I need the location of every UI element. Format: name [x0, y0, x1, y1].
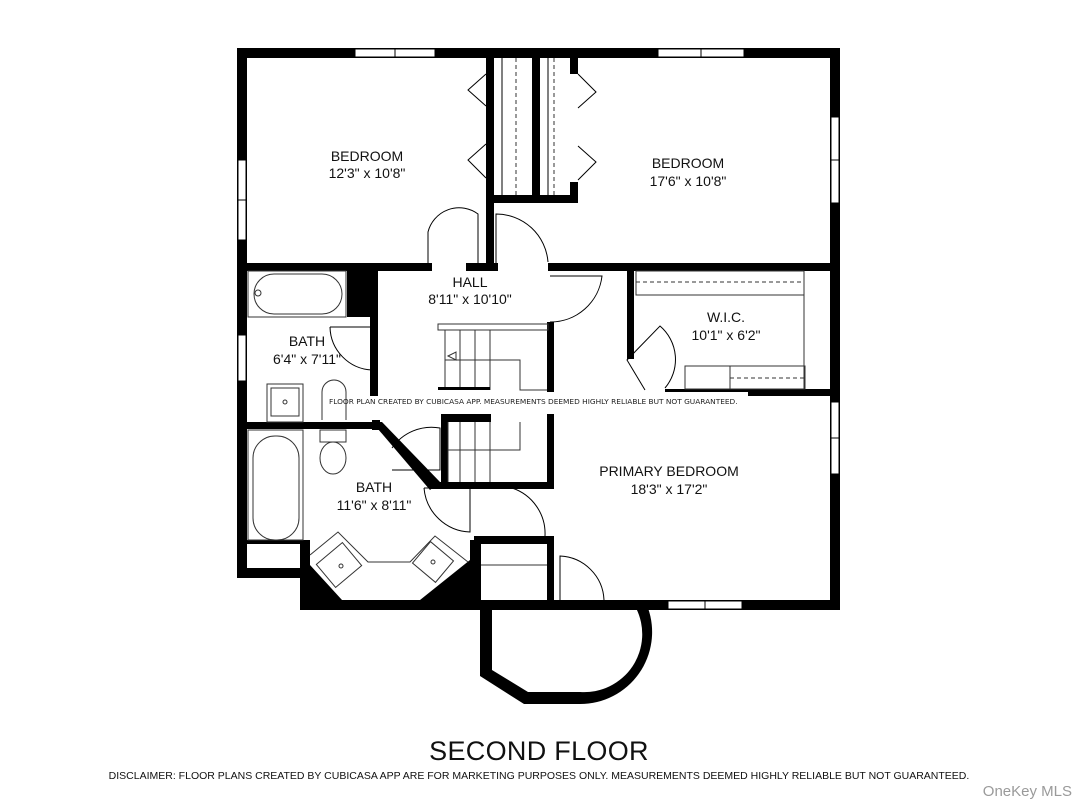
stairs — [437, 323, 549, 482]
room-dims-bedroom-2: 17'6" x 10'8" — [650, 173, 727, 189]
floor-title: SECOND FLOOR — [429, 736, 649, 766]
room-labels: BEDROOM 12'3" x 10'8" BEDROOM 17'6" x 10… — [273, 148, 761, 513]
room-name-bedroom-1: BEDROOM — [331, 148, 403, 164]
room-name-bath-2: BATH — [356, 479, 392, 495]
wic-shelves — [635, 270, 806, 390]
room-dims-bedroom-1: 12'3" x 10'8" — [329, 165, 406, 181]
bath-fixtures — [247, 270, 547, 589]
doors — [329, 207, 676, 601]
room-name-wic: W.I.C. — [707, 309, 745, 325]
room-dims-bath-1: 6'4" x 7'11" — [273, 351, 341, 367]
room-dims-primary-bedroom: 18'3" x 17'2" — [631, 481, 708, 497]
room-dims-wic: 10'1" x 6'2" — [692, 327, 761, 343]
room-name-hall: HALL — [452, 274, 487, 290]
room-name-primary-bedroom: PRIMARY BEDROOM — [599, 463, 739, 479]
inline-cubicasa-note: FLOOR PLAN CREATED BY CUBICASA APP. MEAS… — [329, 397, 738, 406]
interior-walls — [237, 58, 840, 705]
closet-shelves — [467, 58, 597, 195]
windows — [237, 48, 840, 610]
room-name-bedroom-2: BEDROOM — [652, 155, 724, 171]
room-name-bath-1: BATH — [289, 333, 325, 349]
room-dims-hall: 8'11" x 10'10" — [428, 291, 512, 307]
disclaimer-text: DISCLAIMER: FLOOR PLANS CREATED BY CUBIC… — [108, 770, 970, 782]
onekey-mls-watermark: OneKey MLS — [982, 783, 1072, 800]
room-dims-bath-2: 11'6" x 8'11" — [337, 497, 412, 513]
